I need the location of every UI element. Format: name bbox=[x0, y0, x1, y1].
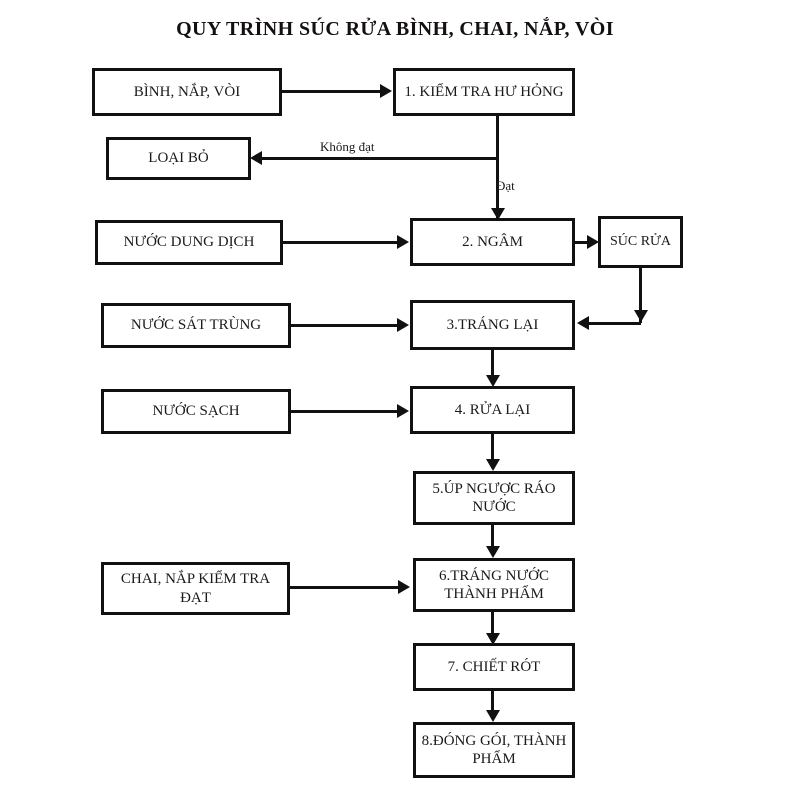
node-step4-label: 4. RỬA LẠI bbox=[454, 401, 531, 418]
arrowhead-step6-to-step7 bbox=[486, 633, 500, 645]
edge-bottles-to-step1 bbox=[282, 90, 382, 93]
edge-caps-to-step6 bbox=[290, 586, 400, 589]
node-input-bottles-label: BÌNH, NẮP, VÒI bbox=[133, 83, 241, 100]
node-input-solution[interactable]: NƯỚC DUNG DỊCH bbox=[95, 220, 283, 265]
edge-rinse-to-step3 bbox=[589, 322, 641, 325]
node-reject-label: LOẠI BỎ bbox=[148, 150, 209, 167]
edge-step2-to-rinse bbox=[575, 241, 591, 244]
edge-step6-to-step7 bbox=[491, 612, 494, 642]
node-input-sanitizer-label: NƯỚC SÁT TRÙNG bbox=[130, 317, 262, 334]
arrowhead-rinse-down bbox=[634, 310, 648, 322]
edge-step1-trunk bbox=[496, 116, 499, 220]
arrowhead-step4-to-step5 bbox=[486, 459, 500, 471]
node-step1-inspect[interactable]: 1. KIỂM TRA HƯ HỎNG bbox=[393, 68, 575, 116]
node-step6-label-wrap: 6.TRÁNG NƯỚC THÀNH PHẨM bbox=[420, 567, 568, 604]
arrowhead-step3-to-step4 bbox=[486, 375, 500, 387]
arrowhead-caps-to-step6 bbox=[398, 580, 410, 594]
arrowhead-step7-to-step8 bbox=[486, 710, 500, 722]
node-input-checked-caps-wrap: CHAI, NẮP KIỂM TRA ĐẠT bbox=[108, 570, 283, 607]
node-input-checked-caps-line1: CHAI, NẮP KIỂM TRA bbox=[120, 571, 271, 588]
page-title: QUY TRÌNH SÚC RỬA BÌNH, CHAI, NẮP, VÒI bbox=[176, 18, 614, 40]
node-step8-label-line1: 8.ĐÓNG GÓI, THÀNH bbox=[421, 732, 567, 749]
node-step8-label-wrap: 8.ĐÓNG GÓI, THÀNH PHẨM bbox=[420, 732, 568, 769]
node-step3-rinse[interactable]: 3.TRÁNG LẠI bbox=[410, 300, 575, 350]
node-step2-label: 2. NGÂM bbox=[462, 233, 523, 250]
edge-step7-to-step8 bbox=[491, 691, 494, 719]
node-reject[interactable]: LOẠI BỎ bbox=[106, 137, 251, 180]
edge-step4-to-step5 bbox=[491, 434, 494, 468]
node-step8-packaging[interactable]: 8.ĐÓNG GÓI, THÀNH PHẨM bbox=[413, 722, 575, 778]
edge-step5-to-step6 bbox=[491, 525, 494, 555]
edge-cleanwater-to-step4 bbox=[291, 410, 399, 413]
edge-sanitizer-to-step3 bbox=[291, 324, 399, 327]
arrowhead-step1-to-step2 bbox=[491, 208, 505, 220]
node-input-solution-label: NƯỚC DUNG DỊCH bbox=[123, 234, 255, 251]
node-step6-label-line1: 6.TRÁNG NƯỚC bbox=[439, 567, 549, 584]
arrowhead-bottles-to-step1 bbox=[380, 84, 392, 98]
arrowhead-step2-to-rinse bbox=[587, 235, 599, 249]
node-input-sanitizer[interactable]: NƯỚC SÁT TRÙNG bbox=[101, 303, 291, 348]
edge-label-fail: Không đạt bbox=[320, 139, 375, 154]
node-step3-label: 3.TRÁNG LẠI bbox=[446, 316, 539, 333]
node-rinse-side-label: SÚC RỬA bbox=[609, 234, 672, 250]
node-input-checked-caps[interactable]: CHAI, NẮP KIỂM TRA ĐẠT bbox=[101, 562, 290, 615]
node-step5-label-line1: 5.ÚP NGƯỢC RÁO bbox=[432, 480, 556, 497]
node-input-bottles[interactable]: BÌNH, NẮP, VÒI bbox=[92, 68, 282, 116]
node-step8-label-line2: PHẨM bbox=[472, 751, 516, 767]
node-input-checked-caps-line2: ĐẠT bbox=[180, 589, 211, 606]
node-step6-final-rinse[interactable]: 6.TRÁNG NƯỚC THÀNH PHẨM bbox=[413, 558, 575, 612]
node-step6-label-line2: THÀNH PHẨM bbox=[444, 586, 544, 602]
edge-rinse-down bbox=[639, 268, 642, 323]
edge-step1-to-reject bbox=[262, 157, 499, 160]
node-step5-label-line2: NƯỚC bbox=[472, 499, 516, 515]
arrowhead-rinse-to-step3 bbox=[577, 316, 589, 330]
edge-step3-to-step4 bbox=[491, 350, 494, 382]
edge-solution-to-step2 bbox=[283, 241, 399, 244]
node-step5-label-wrap: 5.ÚP NGƯỢC RÁO NƯỚC bbox=[420, 480, 568, 517]
edge-label-pass: Đạt bbox=[496, 178, 515, 193]
node-step2-soak[interactable]: 2. NGÂM bbox=[410, 218, 575, 266]
node-rinse-side[interactable]: SÚC RỬA bbox=[598, 216, 683, 268]
arrowhead-step5-to-step6 bbox=[486, 546, 500, 558]
node-step7-label: 7. CHIẾT RÓT bbox=[447, 658, 541, 675]
arrowhead-step1-to-reject bbox=[250, 151, 262, 165]
arrowhead-solution-to-step2 bbox=[397, 235, 409, 249]
node-input-clean-water[interactable]: NƯỚC SẠCH bbox=[101, 389, 291, 434]
node-step5-drain[interactable]: 5.ÚP NGƯỢC RÁO NƯỚC bbox=[413, 471, 575, 525]
arrowhead-sanitizer-to-step3 bbox=[397, 318, 409, 332]
node-step1-label: 1. KIỂM TRA HƯ HỎNG bbox=[404, 83, 564, 100]
node-step7-filling[interactable]: 7. CHIẾT RÓT bbox=[413, 643, 575, 691]
arrowhead-cleanwater-to-step4 bbox=[397, 404, 409, 418]
node-input-clean-water-label: NƯỚC SẠCH bbox=[152, 403, 240, 420]
node-step4-wash[interactable]: 4. RỬA LẠI bbox=[410, 386, 575, 434]
